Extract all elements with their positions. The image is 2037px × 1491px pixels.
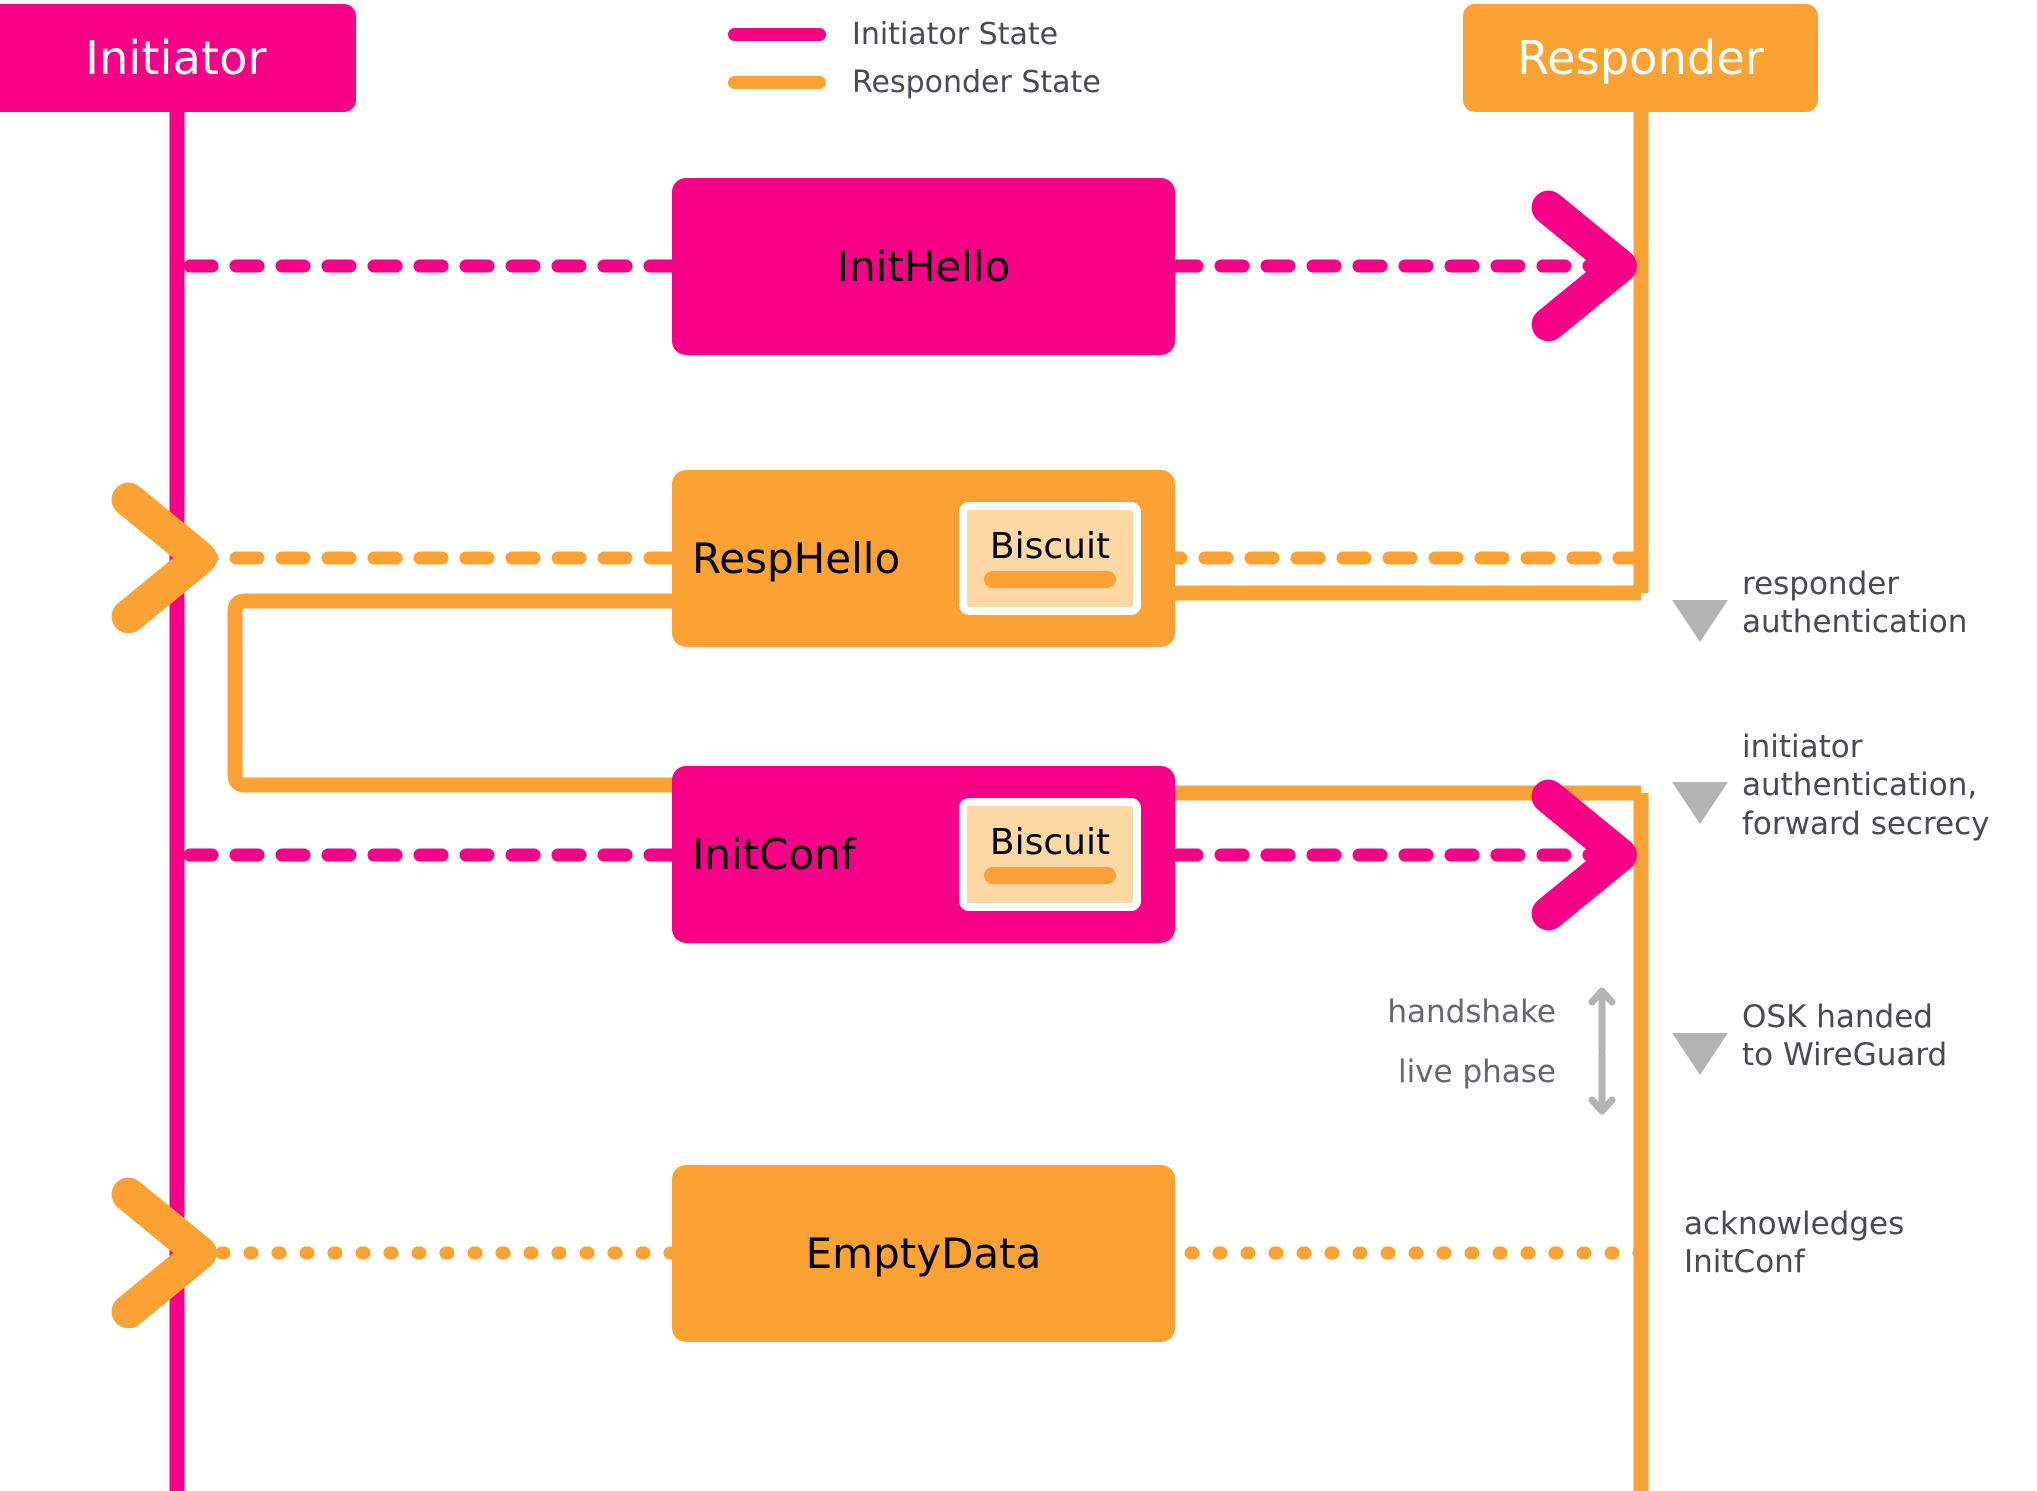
message-box-emptydata: EmptyData <box>672 1165 1175 1342</box>
phase-row-handshake: handshake <box>1340 982 1590 1042</box>
message-box-initconf: InitConf Biscuit <box>672 766 1175 943</box>
biscuit-badge-initconf: Biscuit <box>959 798 1141 911</box>
phase-labels: handshake live phase <box>1340 982 1590 1102</box>
biscuit-label-initconf: Biscuit <box>989 822 1111 863</box>
participant-responder: Responder <box>1463 4 1818 112</box>
legend-swatch-initiator-state <box>728 27 826 41</box>
legend-item-responder-state: Responder State <box>728 58 1148 106</box>
annotation-initiator-authentication: initiator authentication, forward secrec… <box>1742 729 1990 842</box>
legend-swatch-responder-state <box>728 75 826 89</box>
legend-item-initiator-state: Initiator State <box>728 10 1148 58</box>
biscuit-bar-icon <box>984 867 1116 884</box>
legend: Initiator State Responder State <box>728 10 1148 106</box>
biscuit-badge-resphello: Biscuit <box>959 502 1141 615</box>
participant-initiator: Initiator <box>0 4 356 112</box>
message-label-resphello: RespHello <box>692 534 901 583</box>
handshake-up-arrow-icon <box>1588 987 1616 1054</box>
annotation-acknowledges-initconf: acknowledges InitConf <box>1684 1206 1905 1281</box>
message-label-emptydata: EmptyData <box>805 1229 1042 1278</box>
responder-state-loop <box>227 593 672 793</box>
phase-label-live-phase: live phase <box>1397 1054 1556 1090</box>
legend-label-initiator-state: Initiator State <box>852 16 1059 52</box>
message-box-inithello: InitHello <box>672 178 1175 355</box>
participant-initiator-label: Initiator <box>85 31 267 85</box>
responder-authentication-triangle-down-icon <box>1672 600 1728 642</box>
initiator-authentication-triangle-down-icon <box>1672 782 1728 824</box>
message-label-inithello: InitHello <box>836 242 1011 291</box>
annotation-osk-handed-to-wireguard: OSK handed to WireGuard <box>1742 999 1948 1074</box>
phase-row-live-phase: live phase <box>1340 1042 1590 1102</box>
biscuit-label-resphello: Biscuit <box>989 526 1111 567</box>
participant-responder-label: Responder <box>1517 31 1764 85</box>
annotation-responder-authentication: responder authentication <box>1742 566 1968 641</box>
phase-label-handshake: handshake <box>1387 994 1556 1030</box>
legend-label-responder-state: Responder State <box>852 64 1101 100</box>
osk-handed-triangle-down-icon <box>1672 1033 1728 1075</box>
biscuit-bar-icon <box>984 571 1116 588</box>
message-label-initconf: InitConf <box>692 830 856 879</box>
live-phase-down-arrow-icon <box>1588 1049 1616 1115</box>
message-box-resphello: RespHello Biscuit <box>672 470 1175 647</box>
